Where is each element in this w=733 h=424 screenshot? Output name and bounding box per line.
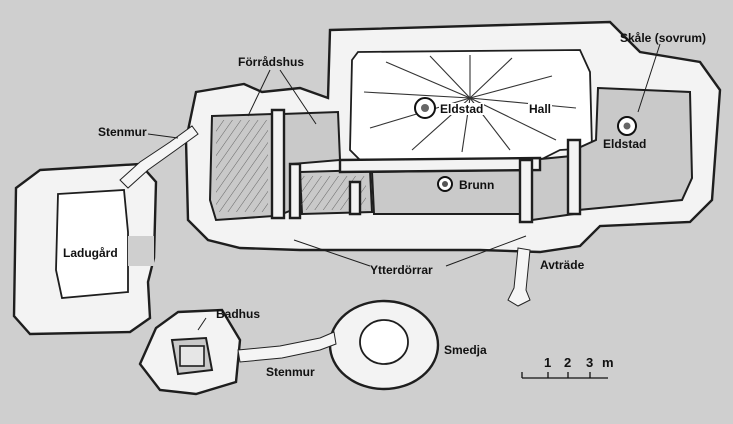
partition-wall-4 (518, 158, 534, 224)
label-skale: Skåle (sovrum) (620, 31, 707, 45)
smithy-inner (359, 319, 409, 365)
scale-tick-1: 1 (544, 355, 552, 370)
scale-bar (521, 372, 608, 379)
label-avtrade: Avträde (540, 258, 585, 272)
skale-floor (572, 86, 694, 212)
scale-unit: m (602, 355, 614, 370)
label-eldstad-hall: Eldstad (439, 102, 485, 116)
partition-wall-6 (348, 180, 362, 216)
leader-door-1 (293, 239, 371, 267)
label-stenmur-bottom: Stenmur (266, 365, 315, 379)
label-ytterdorrar: Ytterdörrar (370, 263, 433, 277)
partition-wall-1 (270, 108, 286, 220)
stone-wall-north (119, 125, 199, 189)
label-forradshus: Förrådshus (238, 55, 305, 69)
partition-wall-2 (288, 162, 302, 220)
barn-floor (55, 189, 129, 299)
label-smedja: Smedja (444, 343, 487, 357)
leader-forradshus-2 (279, 69, 317, 125)
leader-door-2 (445, 235, 527, 267)
label-hall: Hall (528, 102, 553, 116)
partition-wall-5 (566, 138, 582, 216)
label-stenmur-top: Stenmur (98, 125, 147, 139)
label-brunn: Brunn (459, 178, 495, 192)
label-eldstad-skale: Eldstad (603, 137, 647, 151)
label-badhus: Badhus (216, 307, 261, 321)
stone-wall-south (237, 331, 337, 363)
leader-skale (637, 43, 661, 113)
barn-opening (128, 236, 154, 266)
scale-tick-3: 3 (586, 355, 594, 370)
leader-badhus (197, 317, 207, 331)
bathhouse-stove (179, 345, 205, 367)
partition-wall-3 (338, 156, 542, 174)
leader-forradshus-1 (247, 69, 271, 117)
storage-hatching (216, 120, 268, 212)
label-ladugard: Ladugård (62, 246, 119, 260)
privy-path (507, 247, 531, 307)
leader-stenmur (147, 133, 179, 139)
scale-tick-2: 2 (564, 355, 572, 370)
